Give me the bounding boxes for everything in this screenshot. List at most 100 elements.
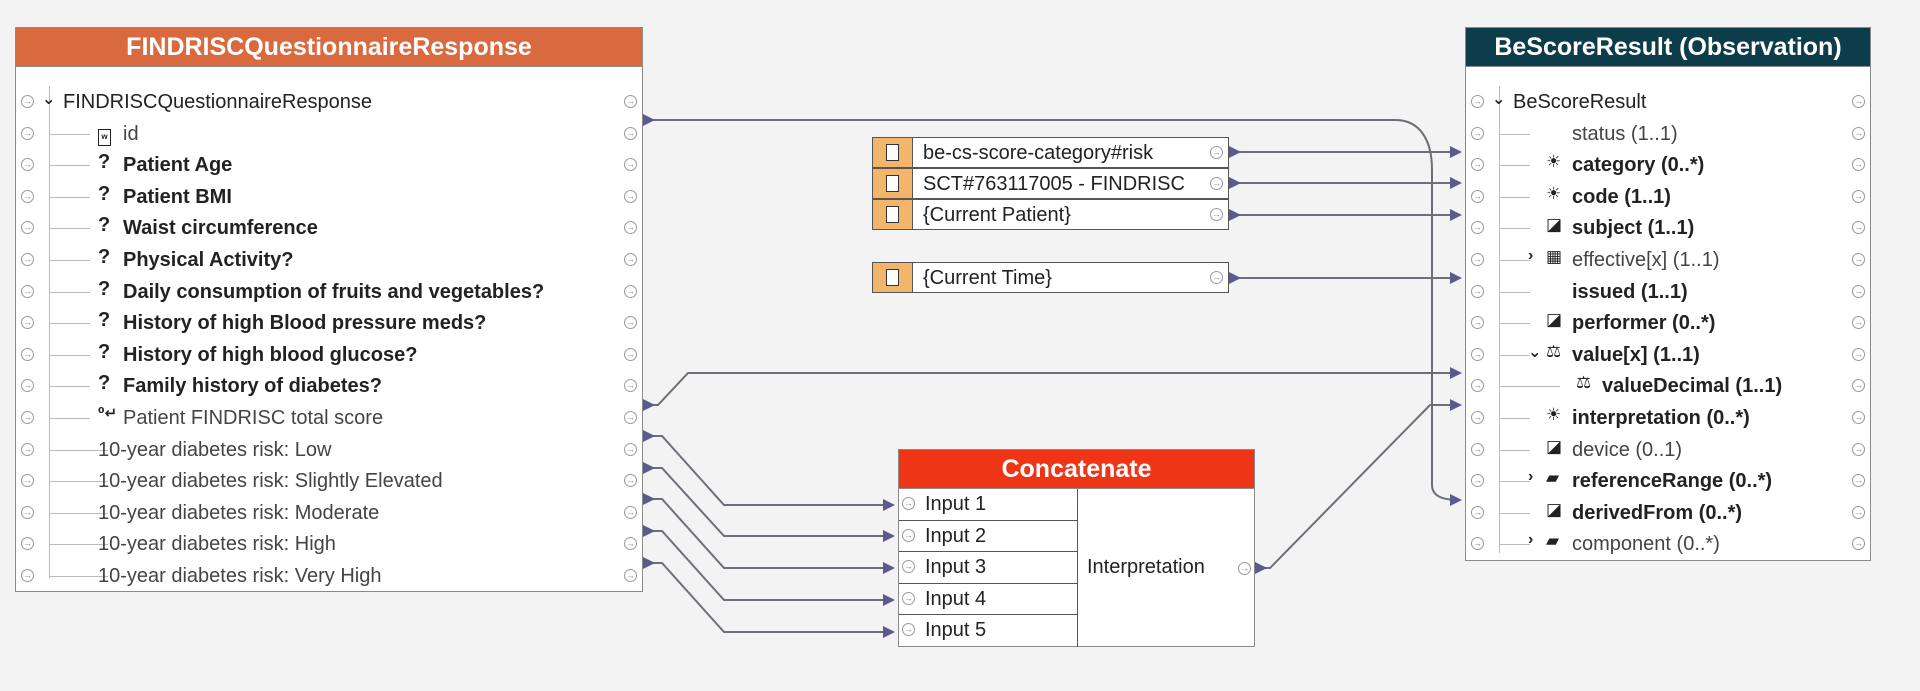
input-port[interactable]	[1471, 284, 1484, 298]
source-field-row[interactable]: wid	[16, 118, 642, 150]
output-port[interactable]	[1210, 271, 1223, 284]
output-port[interactable]	[1210, 177, 1223, 190]
input-port[interactable]	[21, 347, 34, 361]
target-field-row[interactable]: ›▦effective[x] (1..1)	[1466, 244, 1870, 276]
input-port[interactable]	[1471, 158, 1484, 172]
output-port[interactable]	[624, 379, 637, 393]
chevron-right-icon[interactable]: ›	[1528, 247, 1534, 264]
concatenate-input-3[interactable]: Input 3	[899, 552, 1078, 584]
concatenate-input-2[interactable]: Input 2	[899, 520, 1078, 553]
target-root-row[interactable]: ⌄ BeScoreResult	[1466, 86, 1870, 118]
output-port[interactable]	[1852, 284, 1865, 298]
output-port[interactable]	[1852, 442, 1865, 456]
target-field-row[interactable]: ⌄⚖value[x] (1..1)	[1466, 339, 1870, 371]
input-port[interactable]	[1471, 95, 1484, 108]
output-port[interactable]	[1852, 537, 1865, 551]
input-port[interactable]	[1471, 379, 1484, 393]
input-port[interactable]	[1471, 474, 1484, 488]
concatenate-input-5[interactable]: Input 5	[899, 615, 1078, 647]
target-field-row[interactable]: issued (1..1)	[1466, 276, 1870, 308]
input-port[interactable]	[21, 221, 34, 235]
constant-sct-code[interactable]: SCT#763117005 - FINDRISC	[872, 168, 1229, 199]
input-port[interactable]	[21, 411, 34, 424]
input-port[interactable]	[21, 95, 34, 108]
input-port[interactable]	[21, 284, 34, 298]
target-field-row[interactable]: ›▰referenceRange (0..*)	[1466, 465, 1870, 497]
output-port[interactable]	[1852, 379, 1865, 393]
input-port[interactable]	[21, 474, 34, 488]
constant-current-time[interactable]: {Current Time}	[872, 262, 1229, 293]
input-port[interactable]	[21, 379, 34, 393]
input-port[interactable]	[1471, 189, 1484, 203]
input-port[interactable]	[21, 442, 34, 456]
output-port[interactable]	[1852, 189, 1865, 203]
source-field-row[interactable]: ?History of high blood glucose?	[16, 339, 642, 371]
source-field-row[interactable]: ?Patient BMI	[16, 181, 642, 213]
input-port[interactable]	[21, 316, 34, 330]
source-field-row[interactable]: 10-year diabetes risk: Slightly Elevated	[16, 465, 642, 497]
output-port[interactable]	[1852, 158, 1865, 172]
input-port[interactable]	[1471, 316, 1484, 330]
concatenate-input-4[interactable]: Input 4	[899, 583, 1078, 616]
constant-current-patient[interactable]: {Current Patient}	[872, 199, 1229, 230]
output-port[interactable]	[624, 569, 637, 582]
input-port[interactable]	[1471, 537, 1484, 551]
output-port[interactable]	[624, 474, 637, 488]
input-port[interactable]	[902, 623, 915, 637]
source-root-row[interactable]: ⌄ FINDRISCQuestionnaireResponse	[16, 86, 642, 118]
output-port[interactable]	[1852, 474, 1865, 488]
input-port[interactable]	[21, 126, 34, 140]
source-field-row[interactable]: 10-year diabetes risk: Moderate	[16, 497, 642, 529]
input-port[interactable]	[1471, 505, 1484, 519]
output-port[interactable]	[1852, 347, 1865, 361]
source-field-row[interactable]: ⁰↵Patient FINDRISC total score	[16, 402, 642, 434]
chevron-right-icon[interactable]: ›	[1528, 468, 1534, 486]
input-port[interactable]	[21, 537, 34, 551]
input-port[interactable]	[902, 497, 915, 510]
input-port[interactable]	[902, 591, 915, 605]
source-field-row[interactable]: 10-year diabetes risk: Low	[16, 434, 642, 466]
target-field-row[interactable]: ›▰component (0..*)	[1466, 528, 1870, 560]
output-port[interactable]	[624, 95, 637, 108]
input-port[interactable]	[1471, 126, 1484, 140]
output-port[interactable]	[1852, 126, 1865, 140]
output-port[interactable]	[1852, 505, 1865, 519]
chevron-down-icon[interactable]: ⌄	[1528, 343, 1542, 361]
constant-score-category[interactable]: be-cs-score-category#risk	[872, 137, 1229, 168]
target-field-row[interactable]: ☀interpretation (0..*)	[1466, 402, 1870, 434]
target-field-row[interactable]: ⚖valueDecimal (1..1)	[1466, 370, 1870, 402]
target-field-row[interactable]: ☀code (1..1)	[1466, 181, 1870, 213]
concatenate-input-1[interactable]: Input 1	[899, 489, 1078, 521]
output-port[interactable]	[624, 347, 637, 361]
output-port[interactable]	[1852, 221, 1865, 235]
output-port[interactable]	[624, 126, 637, 140]
output-port[interactable]	[624, 221, 637, 235]
target-field-row[interactable]: ◪device (0..1)	[1466, 434, 1870, 466]
input-port[interactable]	[21, 505, 34, 519]
chevron-right-icon[interactable]: ›	[1528, 531, 1534, 549]
output-port[interactable]	[1238, 562, 1251, 575]
target-field-row[interactable]: ☀category (0..*)	[1466, 149, 1870, 181]
output-port[interactable]	[1852, 411, 1865, 424]
source-field-row[interactable]: ?History of high Blood pressure meds?	[16, 307, 642, 339]
output-port[interactable]	[624, 189, 637, 203]
output-port[interactable]	[624, 505, 637, 519]
source-field-row[interactable]: ?Waist circumference	[16, 212, 642, 244]
source-node-findrisc[interactable]: FINDRISCQuestionnaireResponse ⌄ FINDRISC…	[15, 27, 643, 592]
source-field-row[interactable]: 10-year diabetes risk: High	[16, 528, 642, 560]
target-field-row[interactable]: ◪derivedFrom (0..*)	[1466, 497, 1870, 529]
chevron-down-icon[interactable]: ⌄	[42, 91, 56, 108]
input-port[interactable]	[1471, 221, 1484, 235]
input-port[interactable]	[21, 158, 34, 172]
source-field-row[interactable]: ?Patient Age	[16, 149, 642, 181]
source-field-row[interactable]: 10-year diabetes risk: Very High	[16, 560, 642, 592]
concatenate-node[interactable]: Concatenate Input 1Input 2Input 3Input 4…	[898, 449, 1255, 647]
source-field-row[interactable]: ?Daily consumption of fruits and vegetab…	[16, 276, 642, 308]
input-port[interactable]	[902, 528, 915, 542]
output-port[interactable]	[1852, 253, 1865, 266]
source-field-row[interactable]: ?Family history of diabetes?	[16, 370, 642, 402]
output-port[interactable]	[624, 284, 637, 298]
target-field-row[interactable]: ◪performer (0..*)	[1466, 307, 1870, 339]
output-port[interactable]	[1852, 95, 1865, 108]
chevron-down-icon[interactable]: ⌄	[1492, 91, 1506, 108]
